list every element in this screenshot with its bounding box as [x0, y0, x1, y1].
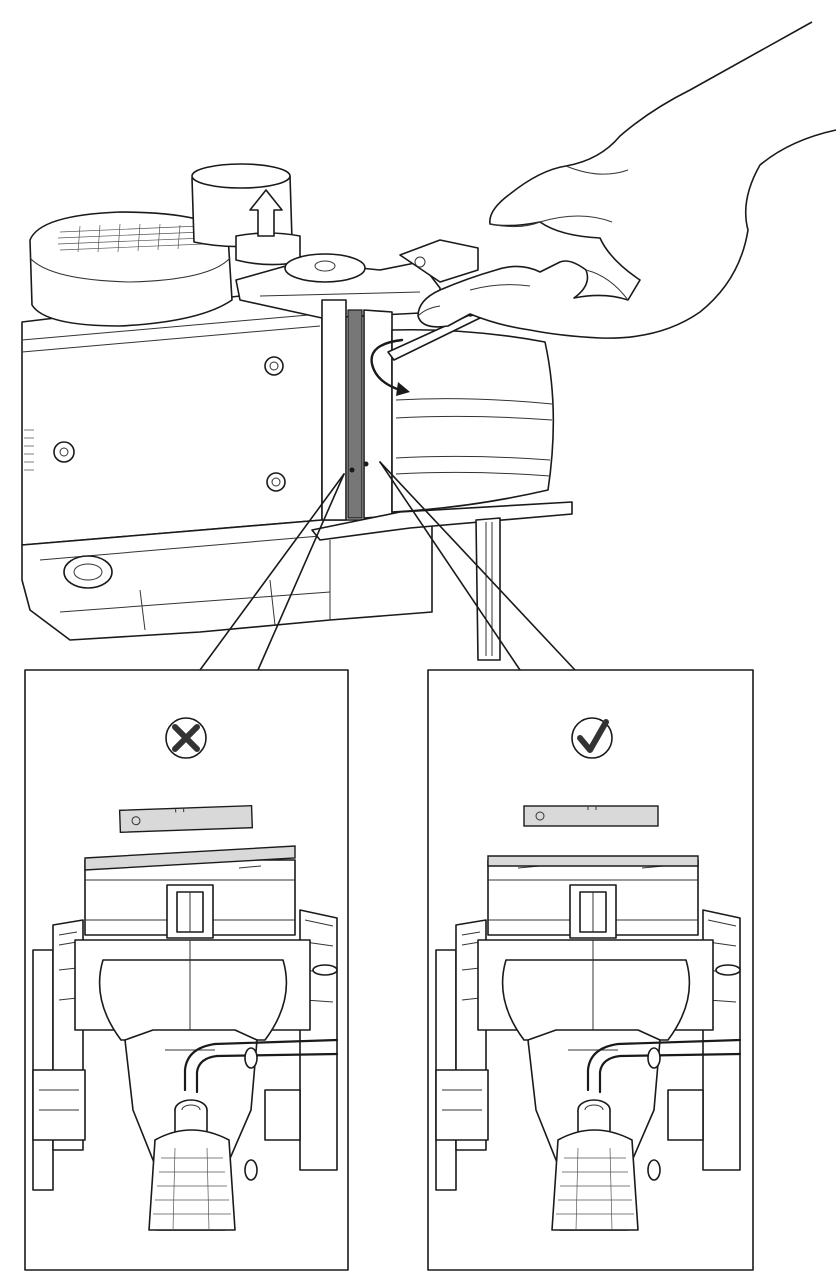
- up-arrow-icon: [249, 189, 283, 237]
- blade-guard: [391, 328, 555, 513]
- callout-lines: [199, 461, 576, 671]
- dust-port: [191, 163, 301, 266]
- motor-housing: [29, 211, 233, 327]
- panel-incorrect: [24, 669, 349, 1271]
- vent-grille: [57, 223, 205, 253]
- spirit-level-icon: [118, 804, 254, 834]
- hand-icon: [417, 21, 837, 339]
- blade-slot: [321, 299, 393, 521]
- spirit-level-icon: [523, 805, 659, 827]
- machine-overview: [21, 21, 837, 671]
- rotate-arrow-icon: [370, 338, 404, 392]
- rotate-arrow-head: [396, 382, 410, 396]
- machine-housing: [21, 295, 433, 641]
- panel-correct: [427, 669, 754, 1271]
- base-plate: [311, 501, 573, 661]
- x-mark-icon: [165, 717, 207, 759]
- check-mark-icon: [571, 717, 613, 759]
- top-mechanism: [235, 239, 479, 319]
